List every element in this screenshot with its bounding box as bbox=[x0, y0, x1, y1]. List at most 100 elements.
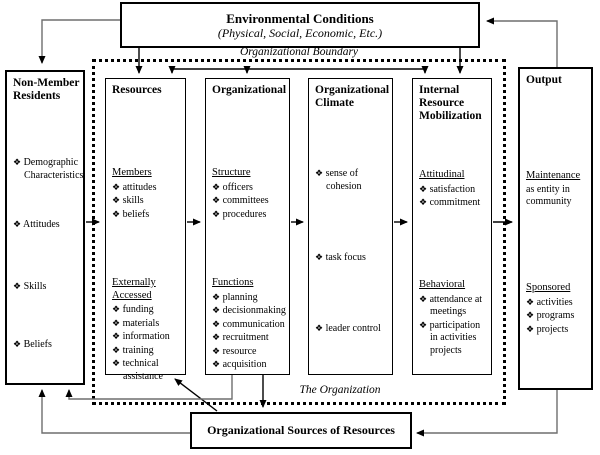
section-title: Behavioral bbox=[419, 279, 466, 290]
section-title: Externally Accessed bbox=[112, 277, 156, 301]
bullet-item: ❖ communication bbox=[212, 318, 285, 330]
bullet-item: ❖ Attitudes bbox=[13, 219, 60, 230]
bullet-item: ❖ attitudes bbox=[112, 181, 157, 193]
organizational-boundary-dotted-rect bbox=[92, 59, 506, 405]
bullet-item: ❖ funding bbox=[112, 304, 154, 315]
organizational-climate-section-1: ❖ task focus bbox=[315, 251, 391, 265]
diamond-bullet-icon: ❖ bbox=[212, 195, 221, 205]
bullet-item: ❖ activities bbox=[526, 296, 573, 308]
section-title: Structure bbox=[212, 167, 251, 178]
internal-resource-mobilization-heading: Internal Resource Mobilization bbox=[419, 84, 482, 122]
diamond-bullet-icon: ❖ bbox=[112, 208, 121, 219]
section-title: Members bbox=[112, 167, 152, 178]
resources-section-1: Externally Accessed❖ funding❖ materials❖… bbox=[112, 277, 184, 383]
bullet-item: ❖ satisfaction bbox=[419, 183, 476, 195]
diamond-bullet-icon: ❖ bbox=[112, 317, 121, 328]
organizational-section-1: Functions ❖ planning ❖ decisionmaking ❖ com… bbox=[212, 277, 288, 372]
non-member-residents-section-3: ❖ Beliefs bbox=[13, 338, 82, 352]
bullet-item: ❖ attendance at meetings bbox=[419, 293, 483, 318]
diamond-bullet-icon: ❖ bbox=[526, 310, 535, 320]
non-member-residents-section-2: ❖ Skills bbox=[13, 280, 82, 294]
diamond-bullet-icon: ❖ bbox=[419, 293, 428, 304]
bullet-item: ❖ decisionmaking bbox=[212, 305, 286, 316]
diamond-bullet-icon: ❖ bbox=[315, 323, 324, 333]
organizational-sources-title: Organizational Sources of Resources bbox=[207, 423, 395, 437]
organizational-climate-section-0: ❖ sense of cohesion bbox=[315, 167, 391, 193]
diamond-bullet-icon: ❖ bbox=[526, 323, 535, 334]
diamond-bullet-icon: ❖ bbox=[419, 319, 428, 330]
diamond-bullet-icon: ❖ bbox=[112, 181, 121, 192]
non-member-residents-section-0: ❖ Demographic Characteristics bbox=[13, 156, 84, 182]
diamond-bullet-icon: ❖ bbox=[112, 195, 121, 205]
bullet-item: ❖ sense of cohesion bbox=[315, 168, 362, 192]
diamond-bullet-icon: ❖ bbox=[315, 252, 324, 262]
environmental-conditions-subtitle: (Physical, Social, Economic, Etc.) bbox=[217, 25, 383, 40]
bullet-item: ❖ programs bbox=[526, 310, 575, 321]
bullet-item: ❖ training bbox=[112, 344, 154, 356]
bullet-item: ❖ planning bbox=[212, 291, 258, 303]
internal-resource-mobilization-section-1: Behavioral ❖ attendance at meetings❖ part… bbox=[419, 279, 490, 357]
bullet-item: ❖ projects bbox=[526, 323, 569, 335]
environmental-conditions-box: Environmental Conditions (Physical, Soci… bbox=[120, 2, 480, 48]
section-title: Attitudinal bbox=[419, 169, 465, 180]
organizational-climate-heading: Organizational Climate bbox=[315, 84, 390, 109]
diamond-bullet-icon: ❖ bbox=[112, 304, 121, 314]
bullet-item: ❖ resource bbox=[212, 345, 257, 357]
organizational-section-0: Structure ❖ officers ❖ committees ❖ procedu… bbox=[212, 167, 288, 221]
output-section-1: Sponsored ❖ activities ❖ programs ❖ project… bbox=[526, 282, 590, 336]
diamond-bullet-icon: ❖ bbox=[212, 318, 221, 329]
bullet-item: ❖ commitment bbox=[419, 197, 481, 208]
diamond-bullet-icon: ❖ bbox=[315, 168, 324, 178]
diamond-bullet-icon: ❖ bbox=[212, 305, 221, 315]
diamond-bullet-icon: ❖ bbox=[13, 281, 22, 291]
non-member-residents-box: Non-Member Residents❖ Demographic Charac… bbox=[5, 70, 85, 385]
diamond-bullet-icon: ❖ bbox=[212, 181, 221, 192]
bullet-item: ❖ participation in activities projects bbox=[419, 319, 481, 356]
resources-heading: Resources bbox=[112, 84, 162, 96]
bullet-item: ❖ information bbox=[112, 331, 170, 342]
diamond-bullet-icon: ❖ bbox=[212, 291, 221, 302]
section-title: Functions bbox=[212, 277, 254, 288]
diamond-bullet-icon: ❖ bbox=[112, 358, 121, 368]
bullet-item: ❖ committees bbox=[212, 195, 269, 206]
organizational-climate-section-2: ❖ leader control bbox=[315, 322, 391, 336]
diamond-bullet-icon: ❖ bbox=[212, 345, 221, 356]
section-title: Sponsored bbox=[526, 282, 571, 293]
resources-section-0: Members ❖ attitudes ❖ skills ❖ beliefs bbox=[112, 167, 184, 221]
internal-resource-mobilization-section-0: Attitudinal ❖ satisfaction ❖ commitment bbox=[419, 169, 490, 210]
diamond-bullet-icon: ❖ bbox=[419, 183, 428, 194]
diamond-bullet-icon: ❖ bbox=[526, 296, 535, 307]
bullet-item: ❖ task focus bbox=[315, 252, 366, 263]
bullet-item: ❖ officers bbox=[212, 181, 253, 193]
bullet-item: ❖ acquisition bbox=[212, 359, 267, 370]
diamond-bullet-icon: ❖ bbox=[112, 331, 121, 341]
bullet-item: ❖ Demographic Characteristics bbox=[13, 157, 84, 181]
diamond-bullet-icon: ❖ bbox=[13, 339, 22, 349]
organizational-climate-box: Organizational Climate ❖ sense of cohesio… bbox=[308, 78, 393, 375]
bullet-item: ❖ Skills bbox=[13, 281, 47, 292]
diamond-bullet-icon: ❖ bbox=[112, 344, 121, 355]
organizational-boundary-label: Organizational Boundary bbox=[239, 46, 359, 58]
bullet-item: ❖ procedures bbox=[212, 208, 267, 220]
bullet-item: ❖ beliefs bbox=[112, 208, 150, 220]
diamond-bullet-icon: ❖ bbox=[212, 208, 221, 219]
diamond-bullet-icon: ❖ bbox=[13, 219, 22, 229]
diamond-bullet-icon: ❖ bbox=[13, 157, 22, 167]
non-member-residents-section-1: ❖ Attitudes bbox=[13, 218, 82, 232]
section-title: Maintenance bbox=[526, 170, 581, 181]
diamond-bullet-icon: ❖ bbox=[419, 197, 428, 207]
the-organization-label: The Organization bbox=[299, 384, 381, 396]
bullet-item: ❖ skills bbox=[112, 195, 144, 206]
bullet-item: ❖ technical assistance bbox=[112, 358, 163, 382]
diamond-bullet-icon: ❖ bbox=[212, 359, 221, 369]
bullet-item: ❖ leader control bbox=[315, 323, 381, 334]
bullet-item: ❖ recruitment bbox=[212, 332, 269, 343]
environmental-conditions-title: Environmental Conditions bbox=[226, 10, 374, 26]
bullet-item: ❖ materials bbox=[112, 317, 160, 329]
